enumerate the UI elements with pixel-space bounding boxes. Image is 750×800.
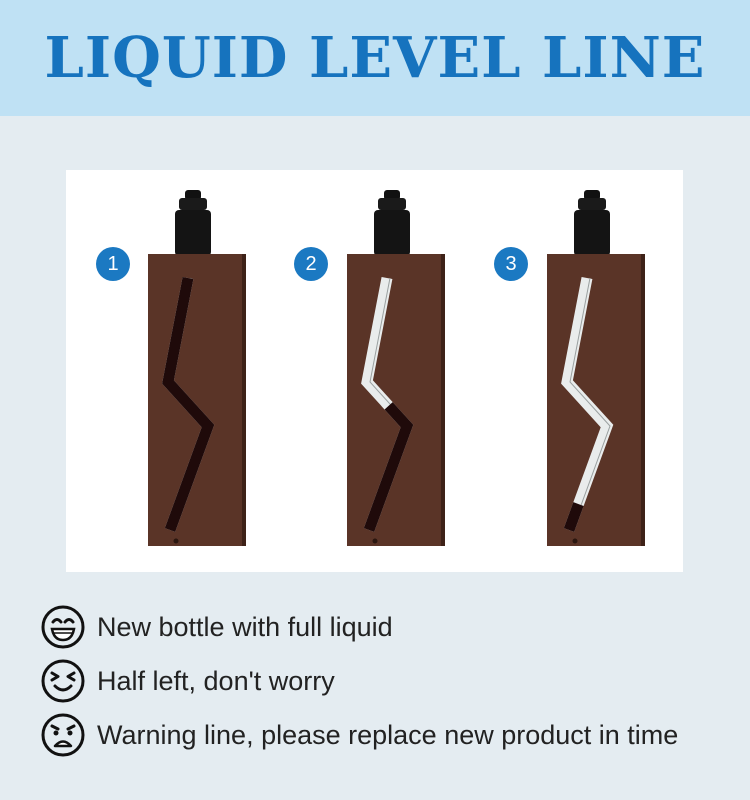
pump-collar [574,210,610,256]
legend-row-full: New bottle with full liquid [40,604,393,650]
step-badge-3: 3 [494,247,528,281]
pump-tip [185,190,201,200]
wink-face-icon [41,659,85,703]
bottle-edge [242,254,246,546]
step-badge-2: 2 [294,247,328,281]
step-badge-1: 1 [96,247,130,281]
pump-tip [384,190,400,200]
window-highlight [569,277,611,531]
bottle-body [347,254,443,546]
pump-collar [175,210,211,256]
legend-text-half: Half left, don't worry [97,665,335,696]
bottle-hole [572,538,578,544]
bottle-half [347,190,467,552]
legend-text-full: New bottle with full liquid [97,611,393,642]
bottle-edge [441,254,445,546]
bottle-body [547,254,643,546]
liquid-fill [162,276,215,532]
pump-tip [584,190,600,200]
header-banner: LIQUID LEVEL LINE [0,0,750,116]
pump-head [378,198,406,210]
legend-row-half: Half left, don't worry [40,658,335,704]
bottle-hole [372,538,378,544]
bottle-full [148,190,268,552]
page-title: LIQUID LEVEL LINE [44,25,706,91]
pump-collar [374,210,410,256]
pump-head [179,198,207,210]
legend-row-warning: Warning line, please replace new product… [40,712,678,758]
bottle-low [547,190,667,552]
liquid-fill [361,276,414,532]
level-window [561,276,614,532]
happy-face-icon [41,605,85,649]
sad-face-icon [41,713,85,757]
bottle-edge [641,254,645,546]
legend-text-warning: Warning line, please replace new product… [97,719,679,750]
bottle-hole [173,538,179,544]
pump-head [578,198,606,210]
bottle-comparison-panel: 1 2 3 [66,170,683,572]
bottle-body [148,254,244,546]
